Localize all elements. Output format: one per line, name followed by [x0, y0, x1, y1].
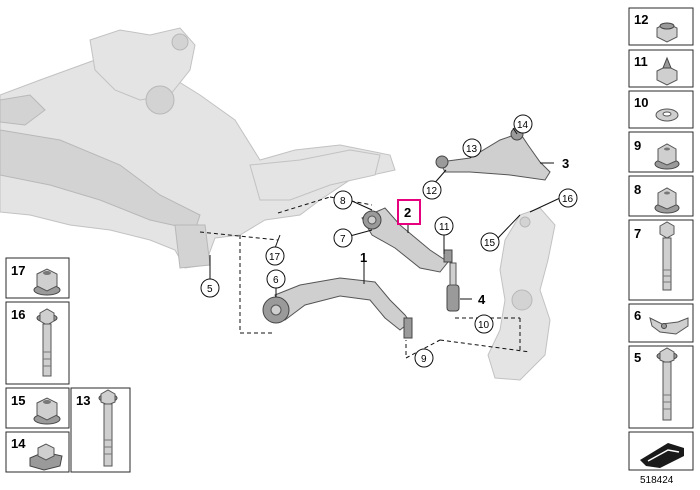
- callout-2[interactable]: 2: [404, 205, 411, 220]
- callout-9[interactable]: 9: [421, 354, 427, 365]
- callout-16[interactable]: 16: [562, 194, 574, 205]
- callout-12[interactable]: 12: [426, 186, 438, 197]
- callout-10[interactable]: 10: [478, 320, 490, 331]
- callout-labels: 1 2 3 4 5 6 7 8 9 10 11 12 13 14 15 16 1…: [200, 114, 578, 368]
- callout-13[interactable]: 13: [466, 144, 478, 155]
- callout-5[interactable]: 5: [207, 284, 213, 295]
- callout-14[interactable]: 14: [517, 120, 529, 131]
- wishbone-with-rubber-mount: [262, 277, 413, 339]
- callout-17[interactable]: 17: [269, 252, 281, 263]
- steering-knuckle-illustration: [487, 207, 556, 381]
- svg-text:11: 11: [634, 91, 648, 106]
- legend-item-11[interactable]: 11: [627, 85, 694, 162]
- callout-8[interactable]: 8: [340, 196, 346, 207]
- callout-11[interactable]: 11: [439, 222, 450, 233]
- svg-text:12: 12: [634, 13, 648, 28]
- front-subframe-illustration: [0, 27, 396, 269]
- callout-4[interactable]: 4: [478, 292, 486, 307]
- callout-6[interactable]: 6: [273, 275, 279, 286]
- control-arm-with-rubber-mount: [361, 207, 453, 273]
- upper-wishbone: [435, 127, 551, 181]
- legend-item-12[interactable]: 12: [627, 7, 694, 84]
- callout-7[interactable]: 7: [340, 234, 346, 245]
- callout-15[interactable]: 15: [484, 238, 496, 249]
- callout-3[interactable]: 3: [562, 156, 569, 171]
- leader-lines: [199, 127, 561, 359]
- callout-1[interactable]: 1: [360, 250, 367, 265]
- tension-strut: [446, 262, 460, 312]
- selected-part-highlight: [397, 199, 421, 225]
